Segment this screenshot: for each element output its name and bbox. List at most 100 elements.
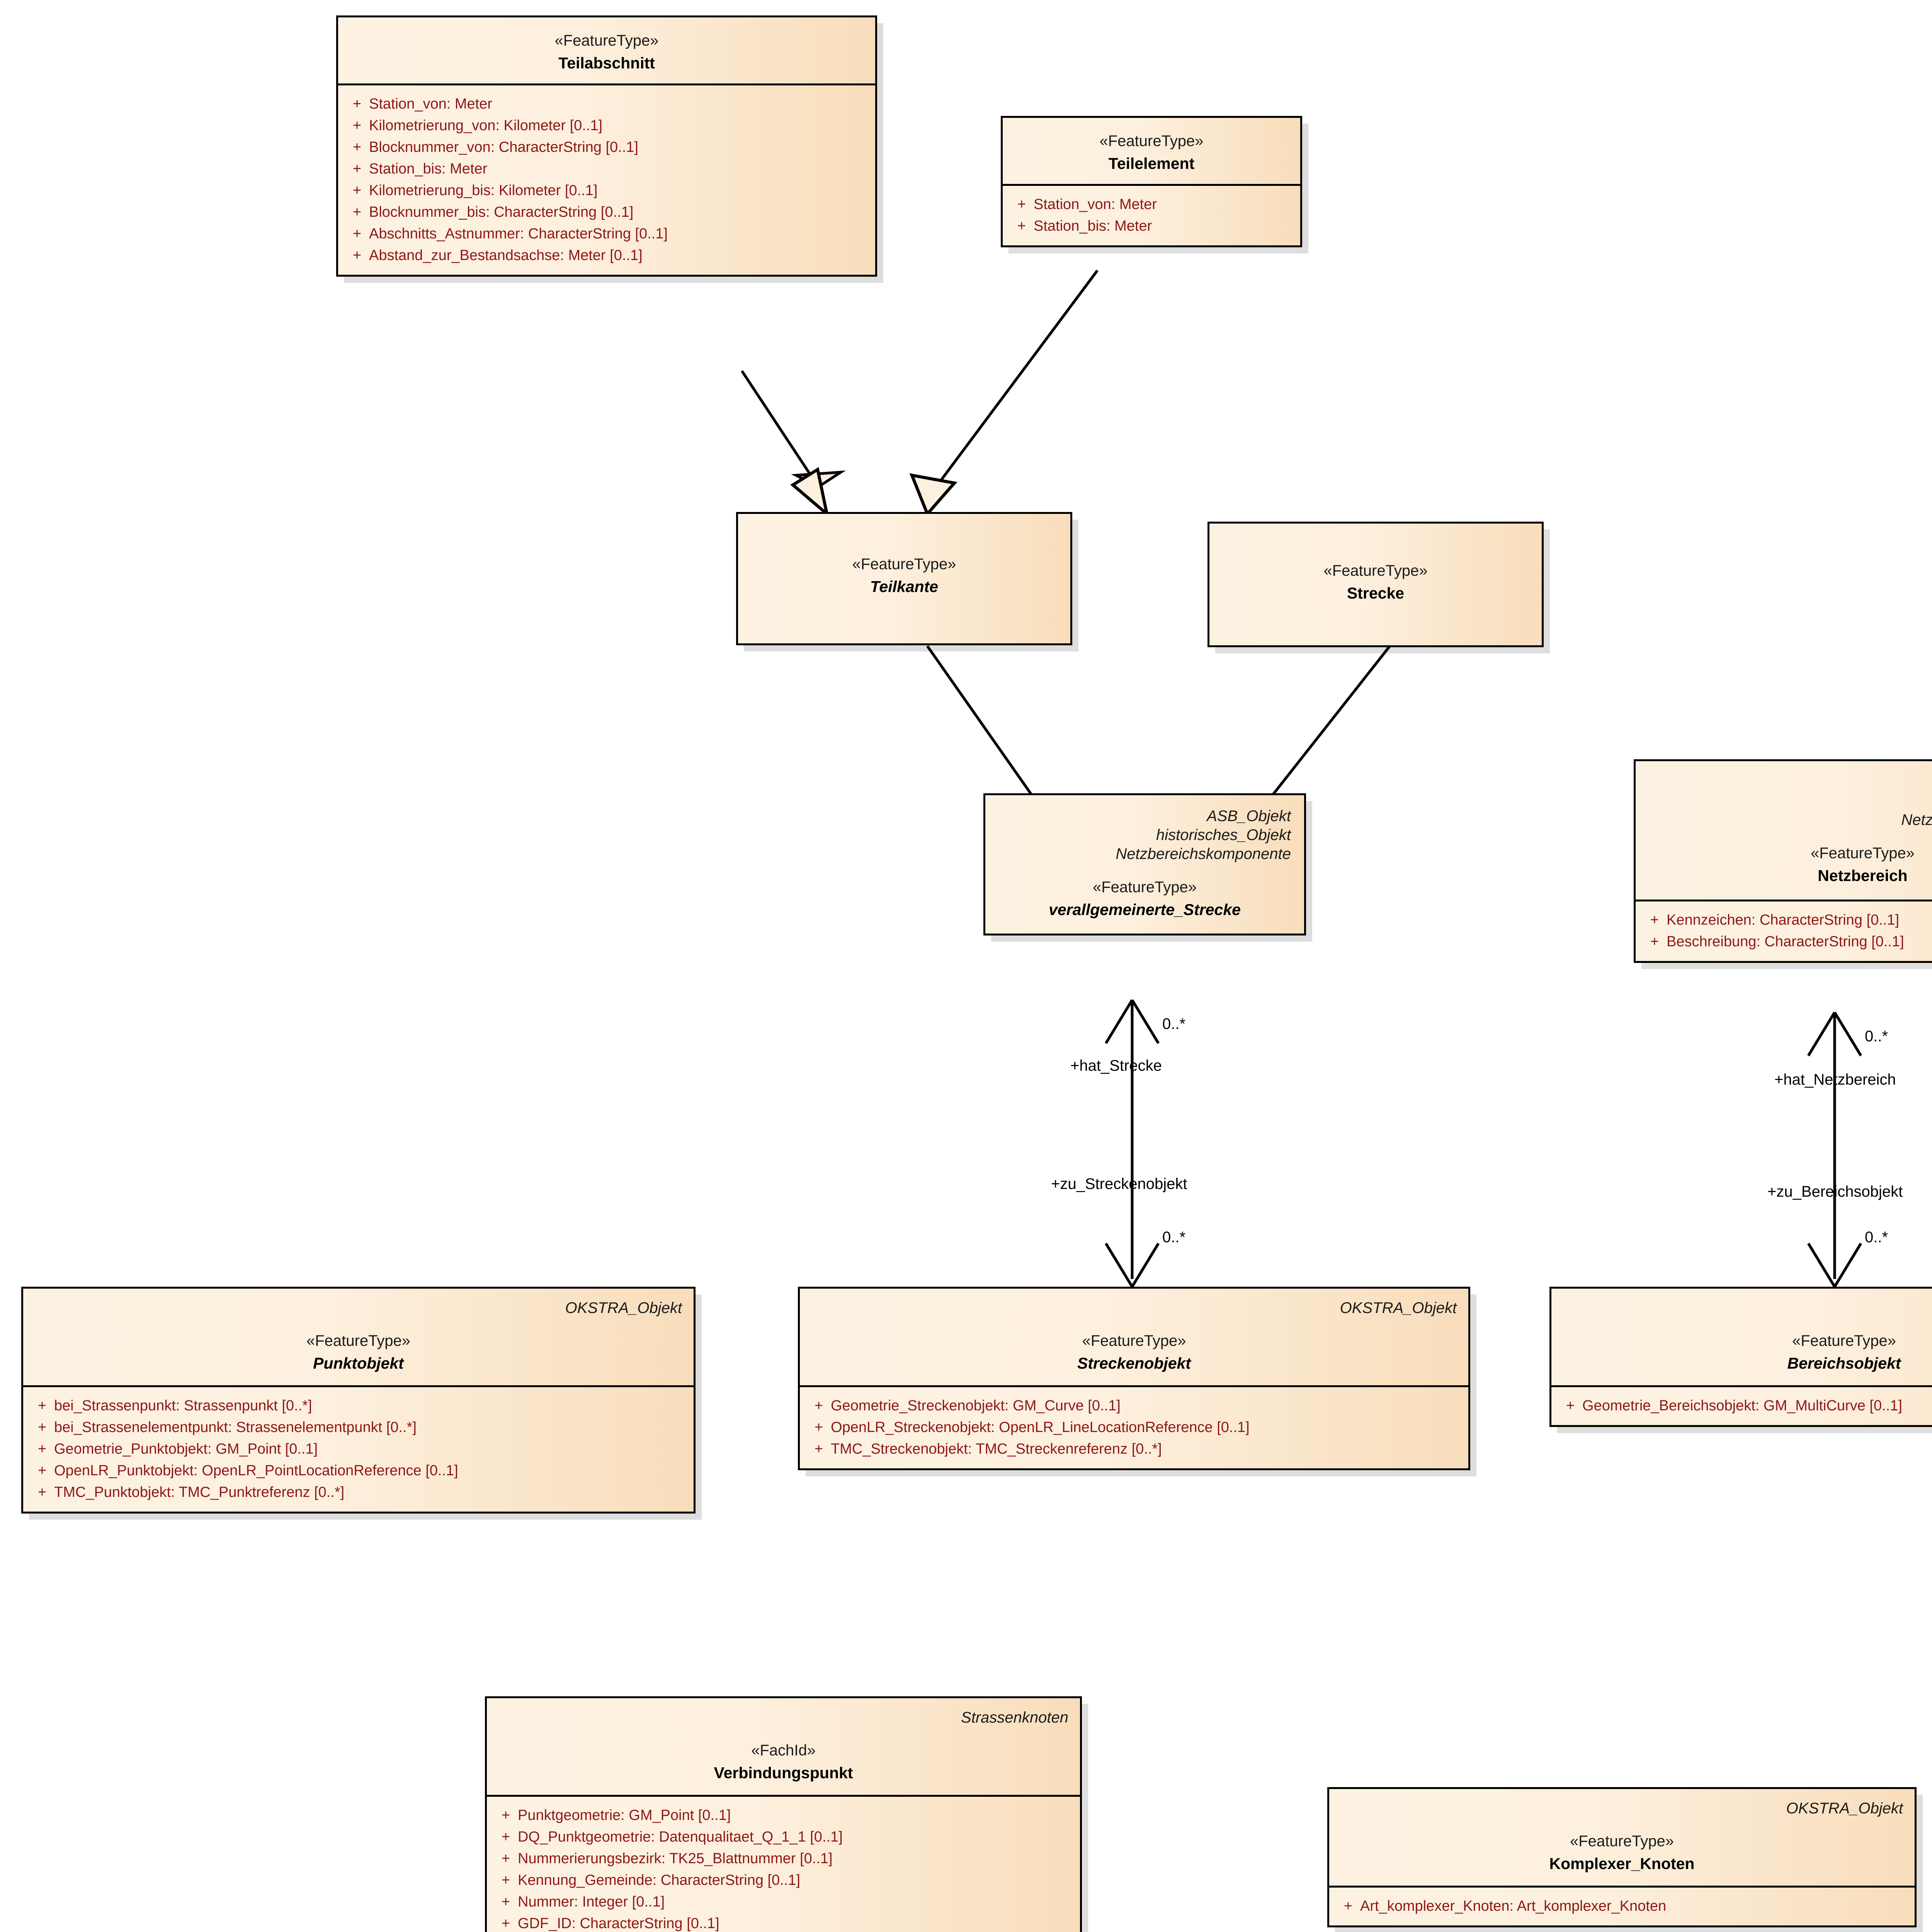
visibility-marker: + <box>501 1807 510 1824</box>
visibility-marker: + <box>352 117 362 134</box>
attribute-row: + Kilometrierung_von: Kilometer [0..1] <box>345 115 868 136</box>
attribute-text: DQ_Punktgeometrie: Datenqualitaet_Q_1_1 … <box>518 1829 843 1845</box>
attribute-row: + DQ_Punktgeometrie: Datenqualitaet_Q_1_1… <box>494 1826 1073 1848</box>
attribute-compartment-netzbereich: +Kennzeichen: CharacterString [0..1] +Be… <box>1636 901 1932 961</box>
visibility-marker: + <box>352 204 362 221</box>
attribute-text: Blocknummer_von: CharacterString [0..1] <box>369 139 638 156</box>
classname-streckenobjekt: Streckenobjekt <box>1077 1354 1191 1372</box>
attribute-row: +Art_komplexer_Knoten: Art_komplexer_Kno… <box>1336 1895 1908 1917</box>
attribute-compartment-verbindungspunkt: +Punktgeometrie: GM_Point [0..1] +DQ_Pun… <box>487 1797 1080 1932</box>
attribute-row: +TMC_Punktobjekt: TMC_Punktreferenz [0..… <box>30 1481 687 1503</box>
stereotype-strecke: «FeatureType» <box>1323 562 1428 579</box>
stereotype-streckenobjekt: «FeatureType» <box>1082 1332 1186 1349</box>
class-header-bereichsobjekt: OKSTRA_Objekt «FeatureType» Bereichsobje… <box>1551 1289 1932 1388</box>
attribute-text: Nummerierungsbezirk: TK25_Blattnummer [0… <box>518 1850 833 1867</box>
class-header-strecke: «FeatureType» Strecke <box>1209 524 1542 614</box>
class-teilkante[interactable]: «FeatureType» Teilkante <box>736 512 1072 645</box>
role-zu-bereichsobjekt: +zu_Bereichsobjekt <box>1767 1183 1903 1200</box>
attribute-text: Station_bis: Meter <box>1034 218 1152 235</box>
classname-teilkante: Teilkante <box>870 578 939 595</box>
visibility-marker: + <box>37 1419 47 1436</box>
visibility-marker: + <box>352 139 362 156</box>
classname-teilabschnitt: Teilabschnitt <box>558 54 655 72</box>
visibility-marker: + <box>352 182 362 199</box>
class-header-verbindungspunkt: Strassenknoten «FachId» Verbindungspunkt <box>487 1698 1080 1797</box>
classname-bereichsobjekt: Bereichsobjekt <box>1787 1354 1901 1372</box>
stereotype-verbindungspunkt: «FachId» <box>751 1742 816 1759</box>
attribute-text: Beschreibung: CharacterString [0..1] <box>1667 933 1904 950</box>
qualifier-okstra-objekt: OKSTRA_Objekt <box>1340 1299 1457 1316</box>
multiplicity-zu-bereichsobjekt: 0..* <box>1865 1229 1888 1246</box>
class-teilabschnitt[interactable]: «FeatureType» Teilabschnitt +Station_von… <box>336 15 877 277</box>
role-hat-strecke: +hat_Strecke <box>1070 1057 1162 1074</box>
attribute-row: + Station_bis: Meter <box>1010 215 1293 237</box>
class-netzbereich[interactable]: ASB_Objekt historisches_Objekt Netzberei… <box>1634 759 1932 963</box>
stereotype-netzbereich: «FeatureType» <box>1810 845 1915 862</box>
attribute-row: + Kennung_Gemeinde: CharacterString [0..1… <box>494 1869 1073 1891</box>
class-header-teilabschnitt: «FeatureType» Teilabschnitt <box>338 17 875 86</box>
class-streckenobjekt[interactable]: OKSTRA_Objekt «FeatureType» Streckenobje… <box>798 1287 1470 1471</box>
classname-verallgemeinerte-strecke: verallgemeinerte_Strecke <box>1049 901 1241 919</box>
attribute-row: +Station_von: Meter <box>1010 194 1293 215</box>
class-header-komplexer-knoten: OKSTRA_Objekt «FeatureType» Komplexer_Kn… <box>1329 1789 1915 1888</box>
classname-teilelement: Teilelement <box>1108 155 1195 172</box>
visibility-marker: + <box>1017 218 1026 235</box>
visibility-marker: + <box>37 1463 47 1479</box>
class-verallgemeinerte-strecke[interactable]: ASB_Objekt historisches_Objekt Netzberei… <box>983 793 1306 935</box>
class-header-netzbereich: ASB_Objekt historisches_Objekt Netzberei… <box>1636 761 1932 901</box>
attribute-row: +Geometrie_Bereichsobjekt: GM_MultiCurve… <box>1558 1395 1932 1417</box>
attribute-row: +Nummer: Integer [0..1] <box>494 1891 1073 1913</box>
attribute-text: Kilometrierung_von: Kilometer [0..1] <box>369 117 603 134</box>
visibility-marker: + <box>1566 1398 1575 1414</box>
attribute-compartment-teilabschnitt: +Station_von: Meter + Kilometrierung_von:… <box>338 85 875 275</box>
visibility-marker: + <box>1017 196 1026 213</box>
generalization-teilabschnitt-teilkante <box>741 370 846 518</box>
attribute-row: +Abschnitts_Astnummer: CharacterString [… <box>345 223 868 245</box>
visibility-marker: + <box>501 1894 510 1910</box>
qualifier-netzbereichskomponente: Netzbereichskomponente <box>1901 811 1932 828</box>
qualifier-okstra-objekt: OKSTRA_Objekt <box>1786 1800 1903 1817</box>
visibility-marker: + <box>352 247 362 264</box>
visibility-marker: + <box>1650 912 1659 928</box>
attribute-row: +Geometrie_Streckenobjekt: GM_Curve [0..… <box>807 1395 1461 1417</box>
multiplicity-zu-streckenobjekt: 0..* <box>1162 1229 1186 1246</box>
attribute-row: + Station_bis: Meter <box>345 158 868 180</box>
class-header-teilelement: «FeatureType» Teilelement <box>1003 118 1300 186</box>
attribute-text: Kennung_Gemeinde: CharacterString [0..1] <box>518 1872 800 1889</box>
attribute-row: +Station_von: Meter <box>345 93 868 115</box>
attribute-compartment-komplexer-knoten: +Art_komplexer_Knoten: Art_komplexer_Kno… <box>1329 1888 1915 1925</box>
qualifier-strassenknoten: Strassenknoten <box>961 1709 1068 1726</box>
generalization-teilelement-teilkante <box>909 269 1099 517</box>
class-strecke[interactable]: «FeatureType» Strecke <box>1208 522 1544 647</box>
attribute-text: Station_bis: Meter <box>369 161 488 177</box>
attribute-text: TMC_Punktobjekt: TMC_Punktreferenz [0..*… <box>54 1484 345 1501</box>
stereotype-teilabschnitt: «FeatureType» <box>554 32 659 49</box>
class-punktobjekt[interactable]: OKSTRA_Objekt «FeatureType» Punktobjekt … <box>21 1287 696 1514</box>
class-komplexer-knoten[interactable]: OKSTRA_Objekt «FeatureType» Komplexer_Kn… <box>1327 1787 1917 1928</box>
classname-komplexer-knoten: Komplexer_Knoten <box>1549 1854 1695 1872</box>
visibility-marker: + <box>501 1872 510 1889</box>
attribute-row: +Beschreibung: CharacterString [0..1] <box>1643 931 1932 952</box>
class-teilelement[interactable]: «FeatureType» Teilelement +Station_von: … <box>1001 116 1302 248</box>
attribute-compartment-bereichsobjekt: +Geometrie_Bereichsobjekt: GM_MultiCurve… <box>1551 1387 1932 1425</box>
visibility-marker: + <box>352 96 362 112</box>
class-bereichsobjekt[interactable]: OKSTRA_Objekt «FeatureType» Bereichsobje… <box>1549 1287 1932 1427</box>
qualifier-okstra-objekt: OKSTRA_Objekt <box>565 1299 682 1316</box>
attribute-text: Abstand_zur_Bestandsachse: Meter [0..1] <box>369 247 643 264</box>
qualifier-asb-objekt: ASB_Objekt <box>1207 808 1291 825</box>
stereotype-komplexer-knoten: «FeatureType» <box>1570 1832 1674 1850</box>
visibility-marker: + <box>501 1829 510 1845</box>
qualifier-okstra-objekt: OKSTRA_Objekt <box>1563 1299 1932 1318</box>
qualifier-historisches-objekt: historisches_Objekt <box>1649 792 1932 811</box>
class-verbindungspunkt[interactable]: Strassenknoten «FachId» Verbindungspunkt… <box>485 1696 1082 1932</box>
attribute-text: TMC_Streckenobjekt: TMC_Streckenreferenz… <box>831 1441 1162 1458</box>
visibility-marker: + <box>352 161 362 177</box>
attribute-row: +TMC_Streckenobjekt: TMC_Streckenreferen… <box>807 1438 1461 1460</box>
qualifier-asb-objekt: ASB_Objekt <box>1649 773 1932 792</box>
attribute-text: bei_Strassenelementpunkt: Strassenelemen… <box>54 1419 417 1436</box>
attribute-compartment-punktobjekt: +bei_Strassenpunkt: Strassenpunkt [0..*]… <box>23 1387 694 1512</box>
visibility-marker: + <box>37 1398 47 1414</box>
class-header-verallgemeinerte-strecke: ASB_Objekt historisches_Objekt Netzberei… <box>985 795 1304 934</box>
